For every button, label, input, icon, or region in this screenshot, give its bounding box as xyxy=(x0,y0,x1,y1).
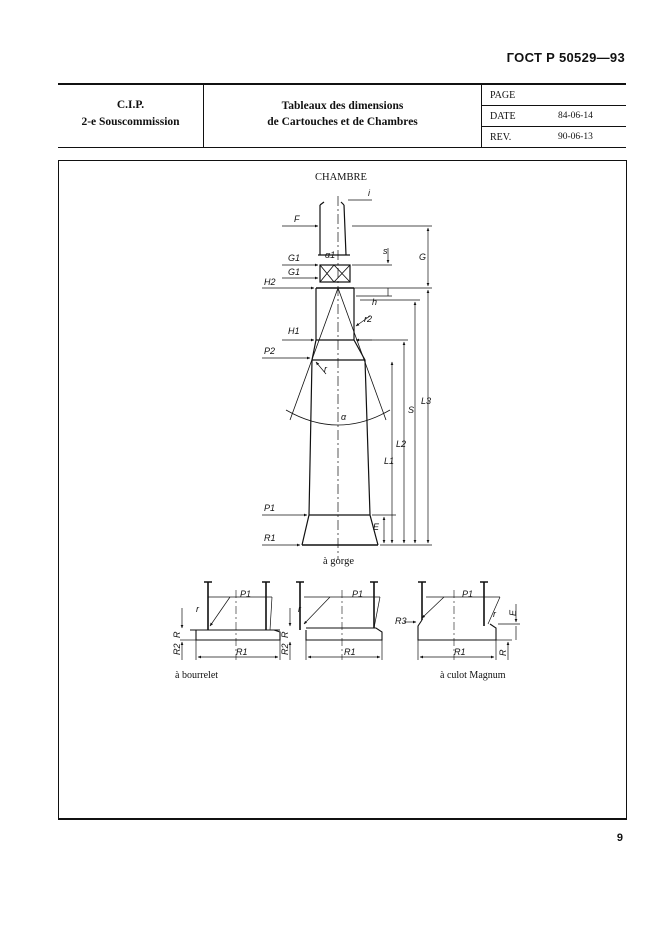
page-number: 9 xyxy=(616,832,623,844)
org-line-2: 2-e Souscommission xyxy=(81,116,180,128)
label-R1: R1 xyxy=(264,533,276,543)
label-G: G xyxy=(419,252,426,262)
organization-cell: C.I.P. 2-e Souscommission xyxy=(58,85,204,147)
label-P1: P1 xyxy=(264,503,275,513)
label-S: S xyxy=(408,405,414,415)
d3-label-R3: R3 xyxy=(395,616,407,626)
d2-label-R: R xyxy=(280,631,290,638)
org-line-1: C.I.P. xyxy=(116,99,145,111)
label-G1-a: G1 xyxy=(288,253,300,263)
label-L3: L3 xyxy=(421,396,431,406)
label-h: h xyxy=(372,297,377,307)
bottom-rule xyxy=(58,818,627,820)
label-P2: P2 xyxy=(264,346,275,356)
page-row: PAGE xyxy=(482,85,626,106)
chamber-left-wall xyxy=(301,288,317,546)
date-label: DATE xyxy=(490,111,516,122)
neck-walls xyxy=(319,204,347,256)
label-s: s xyxy=(383,246,388,256)
detail-magnum xyxy=(404,581,520,660)
d2-label-P1: P1 xyxy=(352,589,363,599)
label-E: E xyxy=(373,522,380,532)
d1-label-R1: R1 xyxy=(236,647,248,657)
rev-value: 90-06-13 xyxy=(558,132,593,142)
d2-label-r: r xyxy=(298,604,302,614)
label-G1-b: G1 xyxy=(288,267,300,277)
page-label: PAGE xyxy=(490,90,516,101)
label-i: i xyxy=(368,188,371,198)
main-caption: à gorge xyxy=(323,556,355,567)
title-block: C.I.P. 2-e Souscommission Tableaux des d… xyxy=(58,83,626,148)
d2-label-R2: R2 xyxy=(280,643,290,655)
d1-label-R2: R2 xyxy=(172,643,182,655)
chamber-right-wall xyxy=(353,288,379,546)
standard-number: ГОСТ Р 50529—93 xyxy=(506,50,625,65)
dimension-labels: i F G1 G1 H2 H1 P2 P1 R1 α1 α r2 r s G h… xyxy=(264,188,431,543)
label-H1: H1 xyxy=(288,326,300,336)
d1-label-r: r xyxy=(196,604,200,614)
drawing-title: CHAMBRE xyxy=(315,172,367,183)
rev-row: REV. 90-06-13 xyxy=(482,127,626,147)
label-F: F xyxy=(294,214,300,224)
label-H2: H2 xyxy=(264,277,276,287)
d3-label-P1: P1 xyxy=(462,589,473,599)
date-row: DATE 84-06-14 xyxy=(482,106,626,127)
detail-bourrelet xyxy=(180,581,281,660)
detail-middle xyxy=(288,581,383,660)
label-L1: L1 xyxy=(384,456,394,466)
label-r2: r2 xyxy=(364,314,372,324)
d2-label-R1: R1 xyxy=(344,647,356,657)
d3-label-r: r xyxy=(493,609,497,619)
rev-label: REV. xyxy=(490,132,512,143)
title-line-1: Tableaux des dimensions xyxy=(281,100,404,112)
d3-label-E: E xyxy=(508,609,518,616)
label-alpha: α xyxy=(341,412,347,422)
d1-label-P1: P1 xyxy=(240,589,251,599)
drawing-frame xyxy=(58,160,627,819)
d1-label-R: R xyxy=(172,631,182,638)
caption-bourrelet: à bourrelet xyxy=(175,670,219,681)
d3-label-R: R xyxy=(498,649,508,656)
caption-magnum: à culot Magnum xyxy=(440,670,506,681)
meta-cell: PAGE DATE 84-06-14 REV. 90-06-13 xyxy=(482,85,626,147)
title-line-2: de Cartouches et de Chambres xyxy=(267,116,418,128)
label-alpha1: α1 xyxy=(325,250,335,260)
title-cell: Tableaux des dimensions de Cartouches et… xyxy=(204,85,482,147)
label-r: r xyxy=(324,364,328,374)
d3-label-R1: R1 xyxy=(454,647,466,657)
date-value: 84-06-14 xyxy=(558,111,593,121)
label-L2: L2 xyxy=(396,439,406,449)
